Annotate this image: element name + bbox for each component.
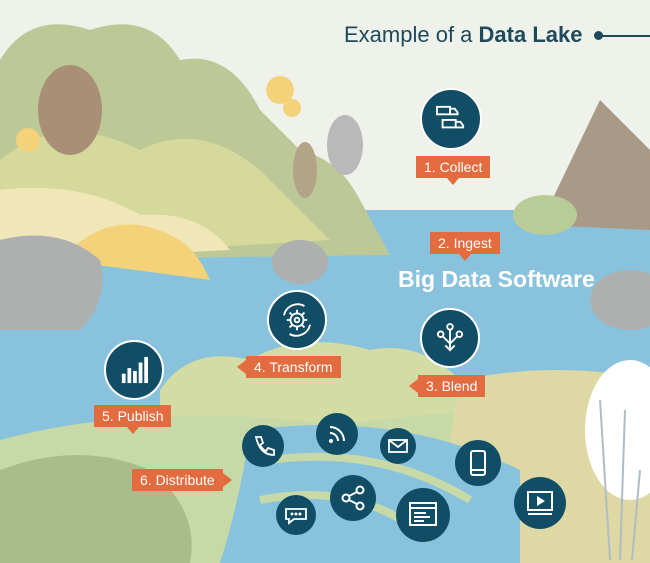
wifi-icon — [316, 413, 358, 455]
chat-icon — [276, 495, 316, 535]
step-transform-label: 4. Transform — [237, 356, 341, 378]
big-data-software-label: Big Data Software — [398, 266, 595, 292]
web-page-icon — [396, 488, 450, 542]
step-collect-label: 1. Collect — [416, 156, 491, 185]
email-icon — [380, 428, 416, 464]
title-divider — [598, 35, 650, 37]
delivery-trucks-icon — [420, 88, 482, 150]
branch-merge-icon — [420, 308, 480, 368]
step-distribute-label: 6. Distribute — [132, 469, 232, 491]
bar-chart-icon — [104, 340, 164, 400]
step-publish-label: 5. Publish — [94, 405, 172, 434]
step-ingest-label: 2. Ingest — [430, 232, 500, 261]
share-icon — [330, 475, 376, 521]
step-blend-label: 3. Blend — [408, 375, 486, 397]
gear-cycle-icon — [267, 290, 327, 350]
phone-icon — [242, 425, 284, 467]
smartphone-icon — [455, 440, 501, 486]
page-title: Example of a Data Lake — [344, 22, 583, 47]
video-icon — [514, 477, 566, 529]
